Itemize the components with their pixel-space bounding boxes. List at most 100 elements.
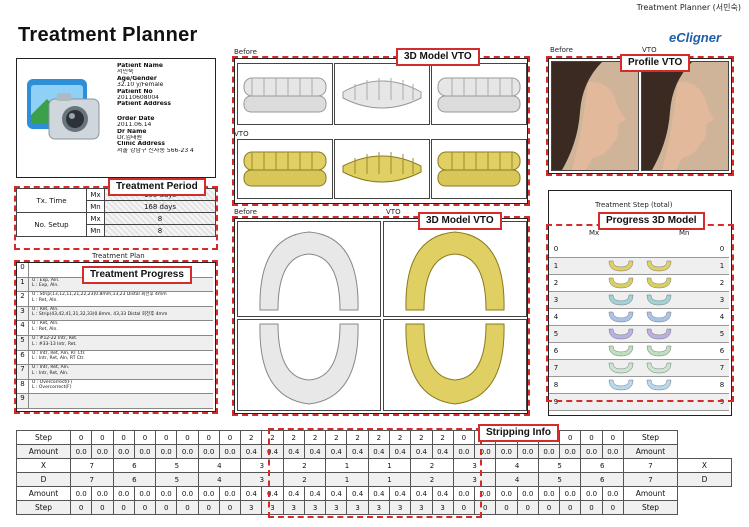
stripping-cell: 5 xyxy=(155,458,199,473)
stripping-row-label: D xyxy=(16,472,71,487)
stripping-cell: 0.0 xyxy=(218,486,242,501)
stripping-cell: 0.4 xyxy=(431,444,454,459)
profile-before-photo[interactable] xyxy=(551,61,639,171)
vto-bottom-highlight xyxy=(232,216,530,416)
face-before xyxy=(552,62,638,170)
vto-right-view[interactable] xyxy=(237,139,333,199)
patient-address-label: Patient Address xyxy=(117,101,171,108)
stripping-cell: 0.0 xyxy=(176,444,199,459)
arch-thumbnails xyxy=(608,379,672,391)
patient-panel: Patient Name 서민숙 Age/Gender 32.10 y/Fema… xyxy=(16,58,216,178)
progress-step-number: 5 xyxy=(17,336,29,350)
stripping-cell: 0 xyxy=(580,430,603,445)
before-right-view[interactable] xyxy=(237,63,333,125)
p3d-step-number-right: 4 xyxy=(719,313,725,321)
arch-thumbnails xyxy=(608,294,672,306)
arch-before-upper xyxy=(259,231,359,311)
stripping-cell: 5 xyxy=(537,458,582,473)
stripping-cell: 5 xyxy=(155,472,199,487)
patient-no-label: Patient No xyxy=(117,88,153,95)
progress-row[interactable]: 9 xyxy=(17,394,213,409)
stripping-cell: 6 xyxy=(112,458,157,473)
arch-thumbnails xyxy=(608,328,672,340)
before-front-view[interactable] xyxy=(334,63,430,125)
stripping-cell: 0 xyxy=(176,500,199,515)
camera-icon[interactable] xyxy=(25,69,103,147)
p3d-step-number-right: 6 xyxy=(719,347,725,355)
stripping-row-label: Amount xyxy=(16,486,71,501)
stripping-cell: 0 xyxy=(112,500,135,515)
stripping-cell: 0.0 xyxy=(133,444,157,459)
stripping-cell: 0 xyxy=(197,500,220,515)
p3d-step-number-right: 5 xyxy=(719,330,725,338)
stripping-cell: 2 xyxy=(410,472,454,487)
stripping-cell: 0.0 xyxy=(516,486,539,501)
progress-step-text: U : Strip(13,12,11,21,22,23)0.8mm,13,23 … xyxy=(32,292,167,303)
stripping-cell: 0 xyxy=(91,430,114,445)
stripping-cell: 6 xyxy=(580,472,624,487)
stripping-cell: 0 xyxy=(155,430,178,445)
p3d-step-number-right: 8 xyxy=(719,381,725,389)
arch-vto-upper xyxy=(405,231,505,311)
p3d-highlight xyxy=(546,224,734,402)
p3d-models xyxy=(563,378,715,392)
p3d-mn-label: Mn xyxy=(679,229,690,237)
progress-step-number: 1 xyxy=(17,277,29,292)
stripping-cell: 0 xyxy=(559,500,582,515)
stripping-cell: 3 xyxy=(303,500,327,515)
p3d-step-number-right: 3 xyxy=(719,296,725,304)
patient-name: 서민숙 xyxy=(117,69,134,76)
vto-front-view[interactable] xyxy=(334,139,430,199)
patient-no: 20110608004 xyxy=(117,95,159,102)
stripping-row-label: Amount xyxy=(623,486,678,501)
p3d-mx-label: Mx xyxy=(589,229,600,237)
profile-vto-photo[interactable] xyxy=(641,61,729,171)
before-upper-arch[interactable] xyxy=(237,221,381,317)
stripping-cell: 6 xyxy=(580,458,624,473)
p3d-step-number-left: 5 xyxy=(553,330,559,338)
vto-lower-arch[interactable] xyxy=(383,319,527,411)
tx-mn-value: 168 days xyxy=(104,200,216,213)
stripping-row-label: Step xyxy=(16,500,71,515)
stripping-cell: 0 xyxy=(580,500,603,515)
stripping-cell: 0.0 xyxy=(69,486,93,501)
arch-thumbnails xyxy=(608,345,672,357)
p3d-models xyxy=(563,276,715,290)
p3d-step-number-left: 3 xyxy=(553,296,559,304)
progress-step-text: U : Ret, Aln. L : Ret, Aln. xyxy=(32,321,59,332)
progress-step-number: 8 xyxy=(17,379,29,394)
stripping-cell: 7 xyxy=(70,458,114,473)
stripping-cell: 0 xyxy=(91,500,114,515)
before-lower-arch[interactable] xyxy=(237,319,381,411)
before-left-view[interactable] xyxy=(431,63,527,125)
stripping-cell: 0 xyxy=(133,430,157,445)
p3d-models xyxy=(563,259,715,273)
stripping-cell: 0 xyxy=(537,500,561,515)
vto-left-view[interactable] xyxy=(431,139,527,199)
stripping-cell: 0.0 xyxy=(69,444,93,459)
stripping-row-label: X xyxy=(677,458,732,473)
stripping-cell: 7 xyxy=(70,472,114,487)
dr-name-label: Dr Name xyxy=(117,128,147,135)
progress-step-number: 0 xyxy=(17,263,29,277)
